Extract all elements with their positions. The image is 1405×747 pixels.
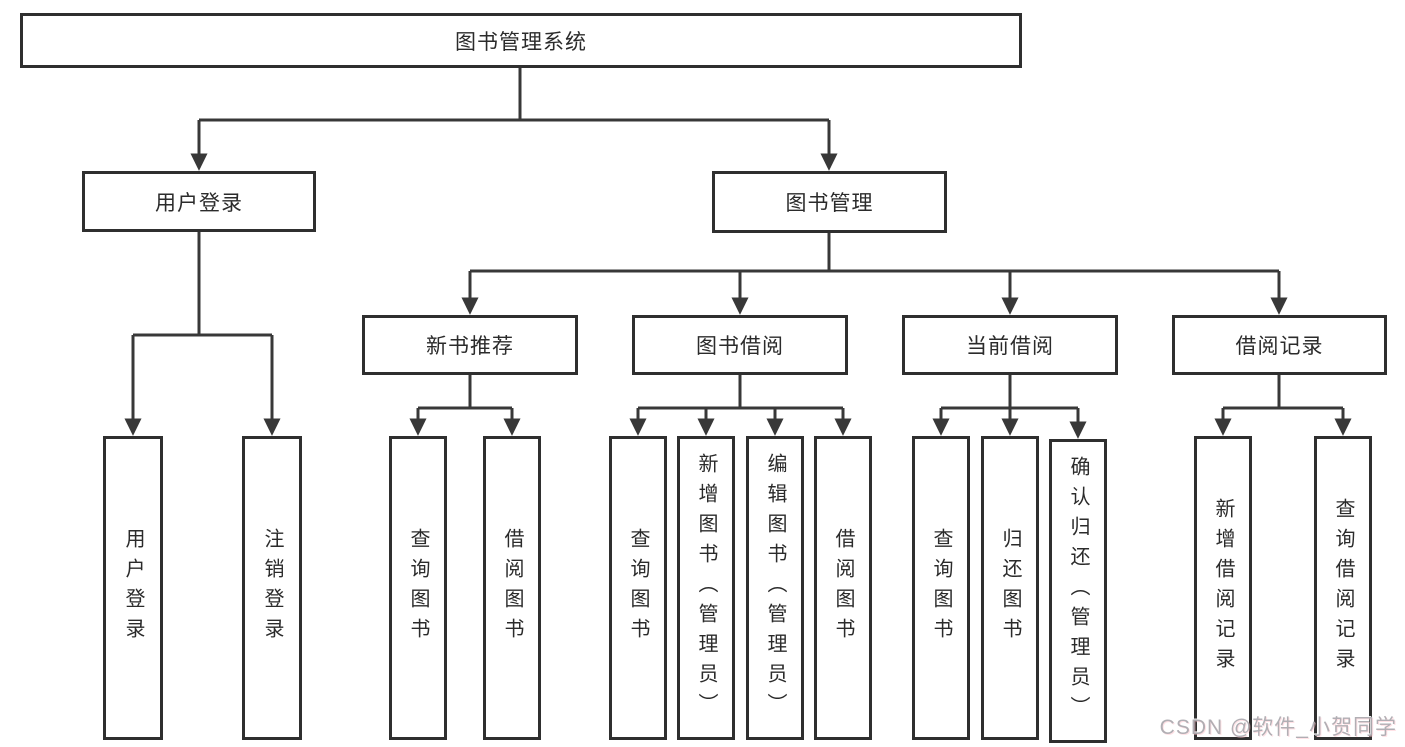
node-current-borrowing: 当前借阅 — [902, 315, 1118, 375]
leaf-return-books: 归还图书 — [981, 436, 1039, 740]
leaf-borrow-books: 借阅图书 — [814, 436, 872, 740]
leaf-query-books-recommend: 查询图书 — [389, 436, 447, 740]
leaf-label: 用户登录 — [122, 528, 144, 648]
leaf-label: 查询图书 — [627, 528, 649, 648]
node-label: 图书管理 — [785, 192, 874, 215]
node-user-login: 用户登录 — [82, 171, 316, 232]
leaf-borrow-books-recommend: 借阅图书 — [483, 436, 541, 740]
leaf-label: 借阅图书 — [832, 528, 854, 648]
node-book-borrowing: 图书借阅 — [632, 315, 848, 375]
leaf-label: 查询借阅记录 — [1332, 498, 1354, 678]
leaf-edit-books-admin: 编辑图书（管理员） — [746, 436, 804, 740]
node-library-management-system: 图书管理系统 — [20, 13, 1022, 68]
leaf-label: 借阅图书 — [501, 528, 523, 648]
leaf-label: 新增图书（管理员） — [695, 453, 717, 723]
leaf-label: 查询图书 — [407, 528, 429, 648]
leaf-query-borrow-record: 查询借阅记录 — [1314, 436, 1372, 740]
leaf-user-login: 用户登录 — [103, 436, 163, 740]
leaf-label: 确认归还（管理员） — [1067, 456, 1089, 726]
leaf-label: 注销登录 — [261, 528, 283, 648]
node-label: 图书管理系统 — [455, 30, 587, 54]
node-label: 借阅记录 — [1235, 335, 1324, 358]
leaf-logout: 注销登录 — [242, 436, 302, 740]
leaf-query-books-borrow: 查询图书 — [609, 436, 667, 740]
leaf-label: 编辑图书（管理员） — [764, 453, 786, 723]
node-label: 当前借阅 — [966, 335, 1054, 358]
leaf-label: 查询图书 — [930, 528, 952, 648]
node-label: 新书推荐 — [426, 335, 514, 358]
leaf-label: 新增借阅记录 — [1212, 498, 1234, 678]
node-new-book-recommend: 新书推荐 — [362, 315, 578, 375]
node-label: 用户登录 — [155, 191, 243, 215]
node-borrowing-records: 借阅记录 — [1172, 315, 1387, 375]
leaf-add-books-admin: 新增图书（管理员） — [677, 436, 735, 740]
leaf-label: 归还图书 — [999, 528, 1021, 648]
node-label: 图书借阅 — [696, 335, 784, 358]
leaf-confirm-return-admin: 确认归还（管理员） — [1049, 439, 1107, 743]
leaf-query-books-current: 查询图书 — [912, 436, 970, 740]
leaf-add-borrow-record: 新增借阅记录 — [1194, 436, 1252, 740]
node-book-management: 图书管理 — [712, 171, 947, 233]
